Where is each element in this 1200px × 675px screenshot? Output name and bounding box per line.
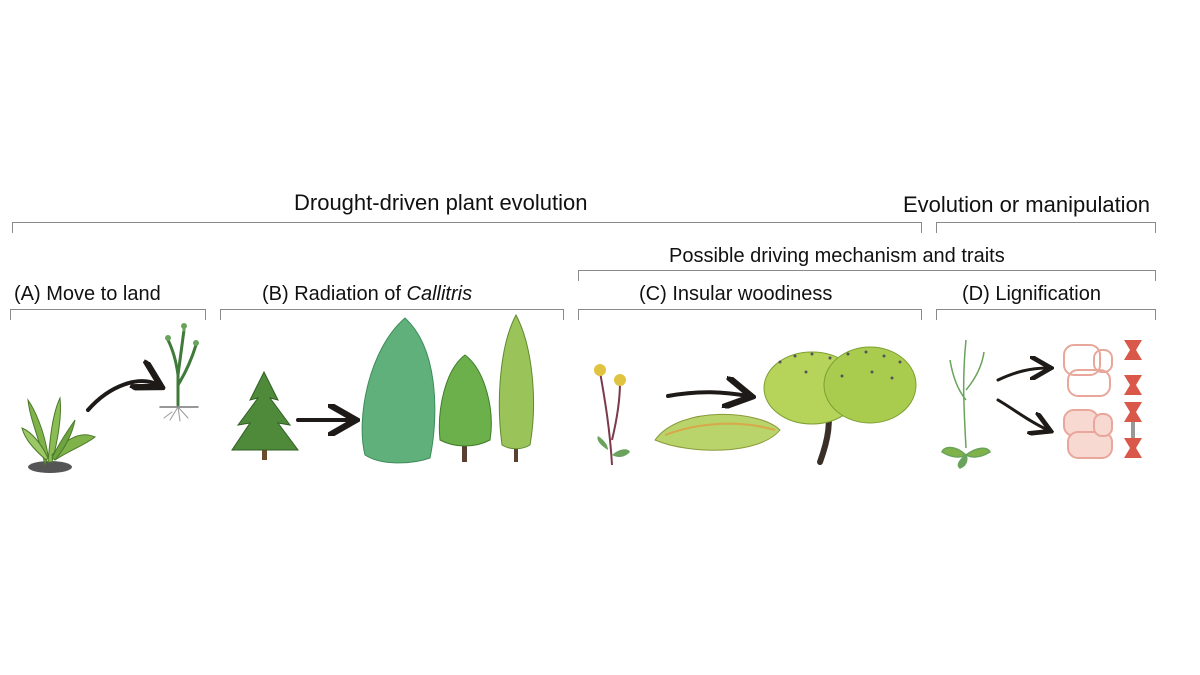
- panel-d-label: (D) Lignification: [962, 283, 1101, 305]
- conifer-tree-icon: [231, 370, 299, 460]
- panel-a-bracket: [10, 309, 206, 320]
- arrow-c: [666, 392, 748, 396]
- liverwort-plant-icon: [21, 396, 96, 473]
- cypress-trees-icon: [361, 313, 534, 464]
- panel-b-label-prefix: (B) Radiation of: [262, 283, 407, 305]
- vessel-cells-icon: [1124, 340, 1142, 458]
- arabidopsis-plant-icon: [941, 339, 991, 469]
- panel-c-bracket: [578, 309, 922, 320]
- drought-bracket: [12, 222, 922, 233]
- woody-shrub-icon: [763, 346, 917, 465]
- panel-b-label-italic: Callitris: [406, 283, 473, 305]
- mechanism-bracket: [578, 270, 1156, 281]
- arrow-a: [86, 381, 158, 412]
- manipulation-bracket: [936, 222, 1156, 233]
- panel-b-bracket: [220, 309, 564, 320]
- mechanism-header: Possible driving mechanism and traits: [669, 245, 1005, 267]
- arrow-d-down: [996, 398, 1048, 430]
- leaf-icon: [654, 413, 781, 451]
- manipulation-header: Evolution or manipulation: [903, 192, 1151, 217]
- plant-cells-icon: [1063, 344, 1113, 459]
- panel-a-label: (A) Move to land: [14, 283, 161, 305]
- dandelion-herb-icon: [594, 364, 630, 466]
- panel-b-label: (B) Radiation of Callitris: [262, 284, 472, 304]
- drought-header: Drought-driven plant evolution: [294, 190, 588, 215]
- early-vascular-plant-icon: [159, 323, 199, 422]
- arrow-d-up: [996, 368, 1048, 382]
- panel-d-bracket: [936, 309, 1156, 320]
- panel-c-label: (C) Insular woodiness: [639, 283, 833, 305]
